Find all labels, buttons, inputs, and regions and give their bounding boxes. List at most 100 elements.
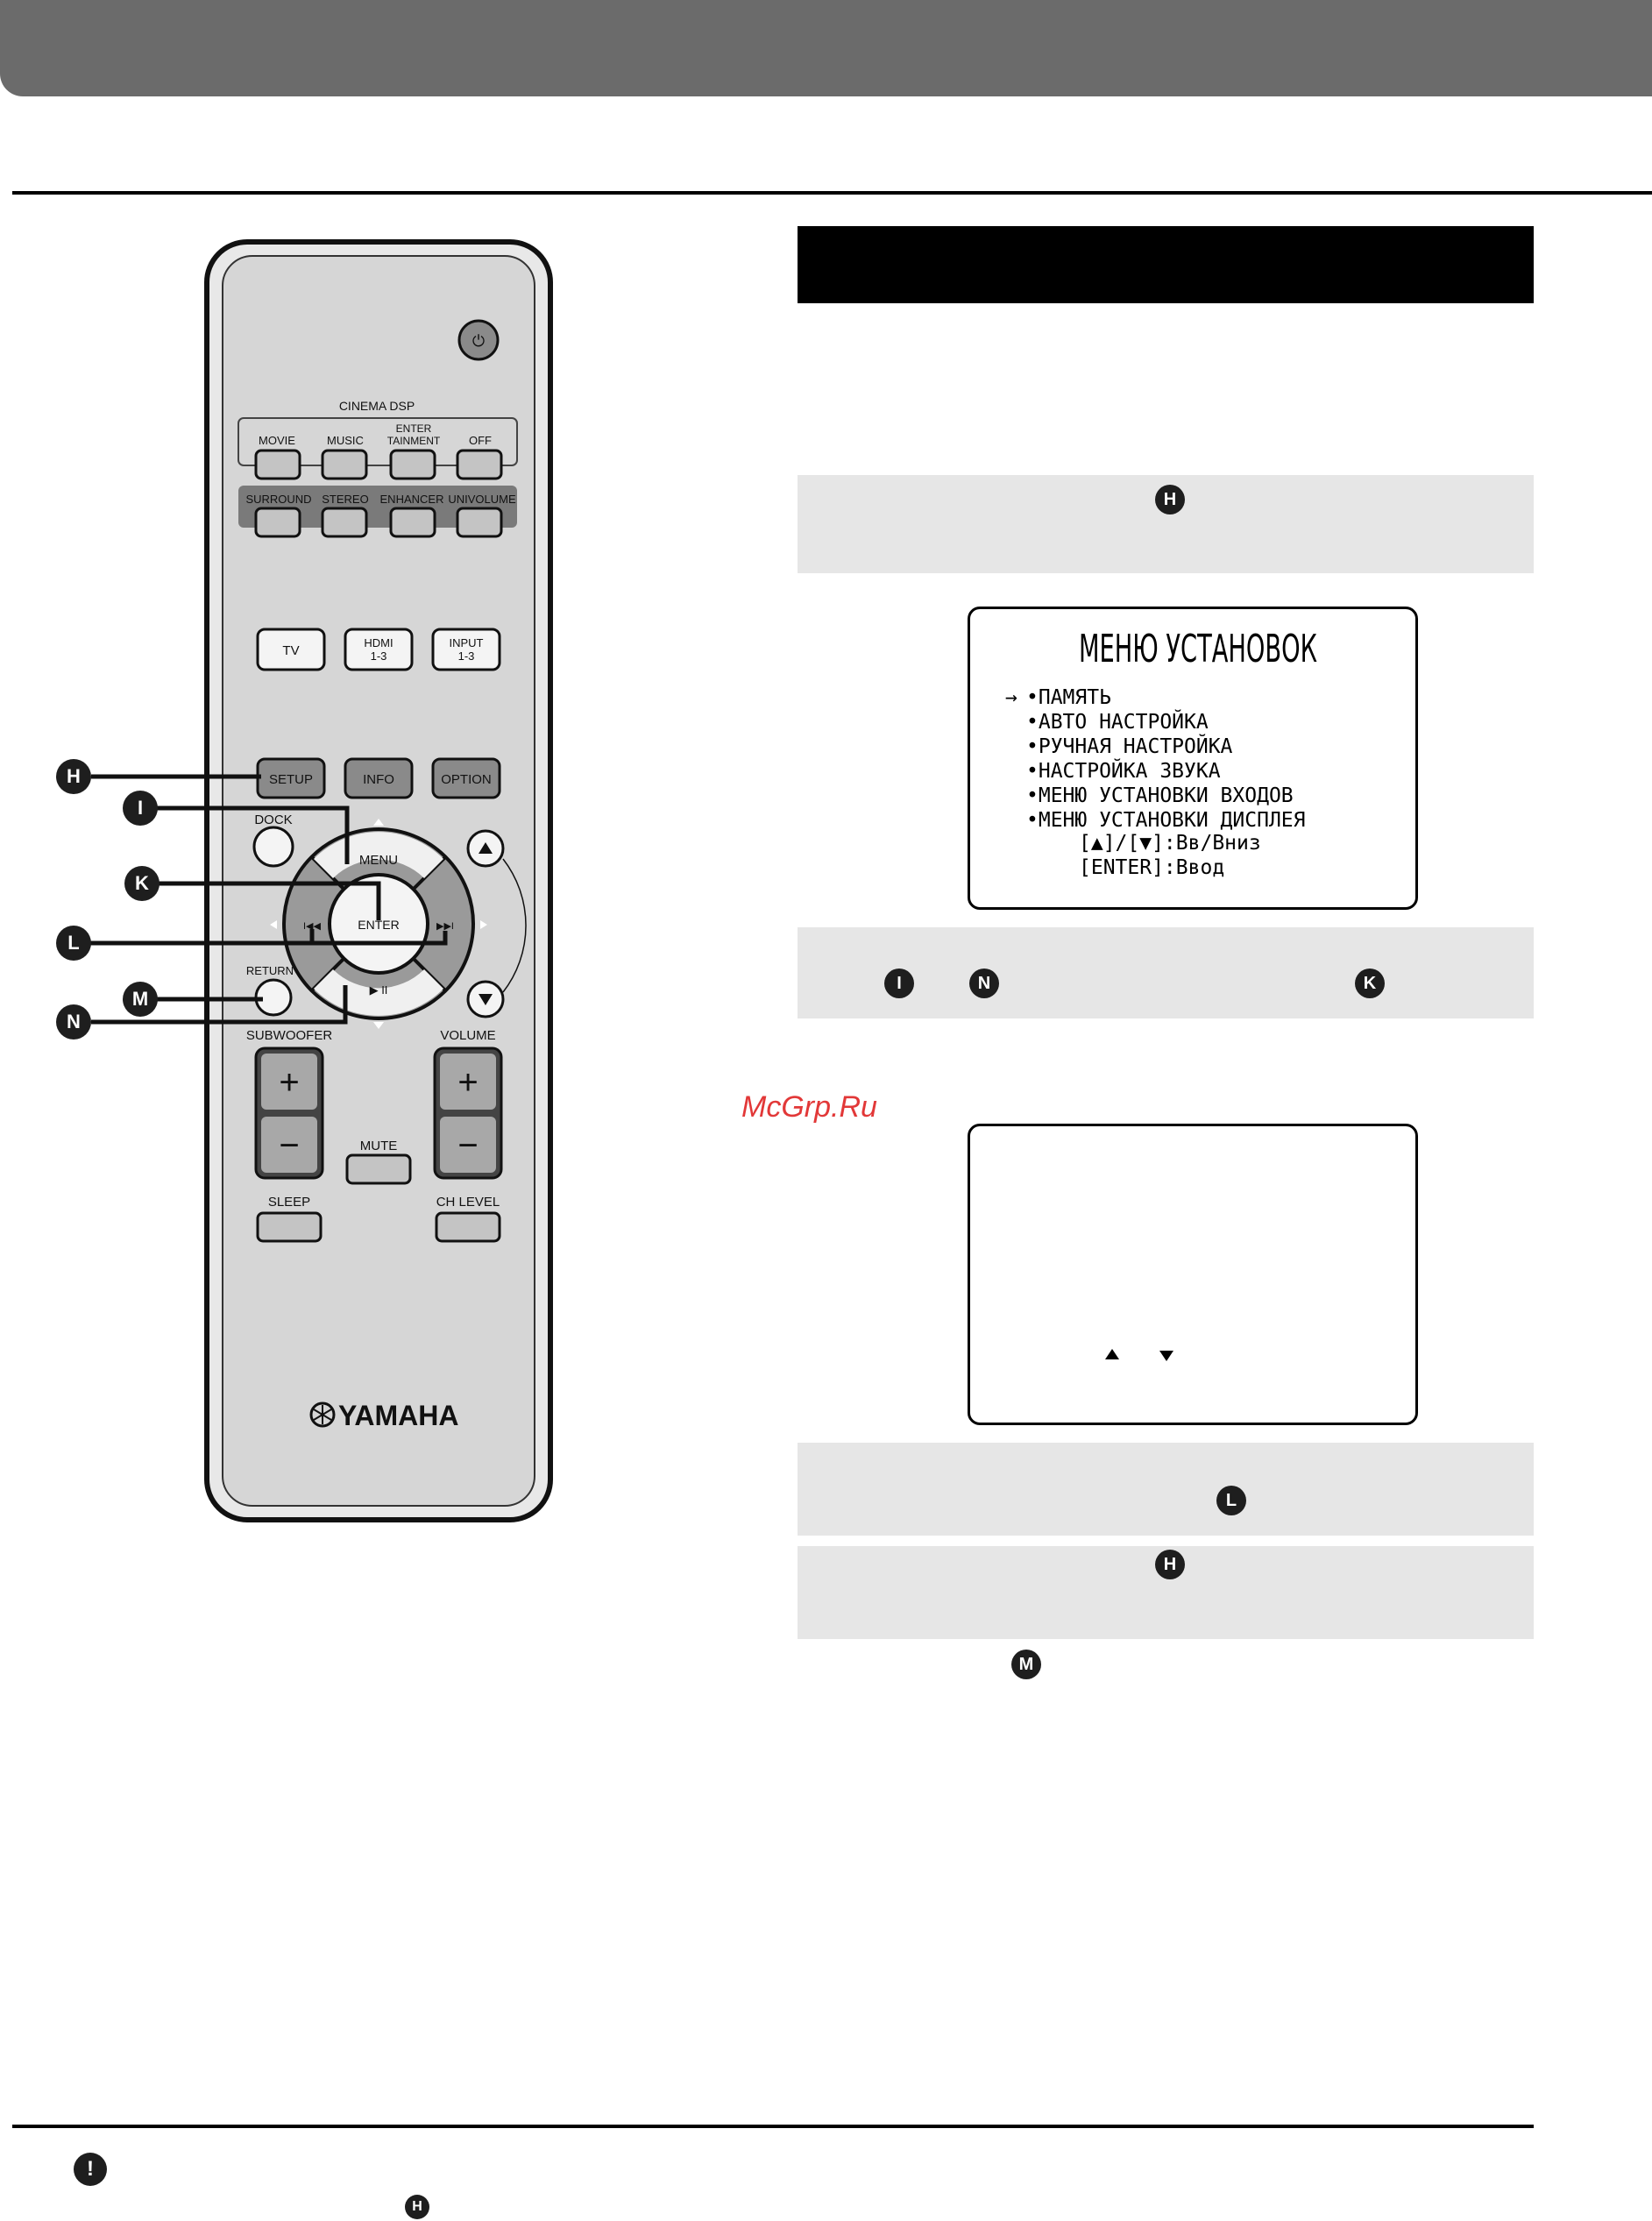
prev-label: I◀◀	[303, 921, 322, 932]
yamaha-logo-icon	[309, 1401, 336, 1428]
enhancer-button	[389, 507, 436, 538]
step-2-box	[798, 927, 1534, 1018]
subwoofer-plus	[261, 1054, 317, 1110]
menu-hint-navigation: [▲]/[▼]:Вв/Вниз	[1079, 832, 1261, 855]
subwoofer-label: SUBWOOFER	[246, 1028, 333, 1043]
hdmi-label-1: HDMI	[364, 636, 393, 649]
ch-level-label: CH LEVEL	[436, 1195, 500, 1210]
volume-minus-icon: −	[457, 1126, 478, 1165]
cinema-dsp-label: CINEMA DSP	[339, 399, 415, 413]
surround-button	[254, 507, 301, 538]
watermark: McGrp.Ru	[741, 1090, 877, 1124]
movie-button	[254, 449, 301, 480]
hdmi-label-2: 1-3	[371, 649, 387, 663]
input-button	[431, 628, 501, 671]
input-label-1: INPUT	[450, 636, 484, 649]
entertainment-label-2: TAINMENT	[387, 435, 441, 447]
setup-menu-title: МЕНЮ УСТАНОВОК	[1079, 627, 1317, 671]
callout-i-marker: I	[123, 791, 158, 826]
subwoofer-minus	[261, 1117, 317, 1173]
stereo-label: STEREO	[322, 493, 368, 506]
volume-minus	[440, 1117, 496, 1173]
remote-control: .lbl { font-family: "Liberation Sans", s…	[88, 239, 553, 1522]
volume-plus-icon: +	[457, 1063, 478, 1102]
menu-item-sound-setup: •НАСТРОЙКА ЗВУКА	[1026, 760, 1221, 783]
option-label: OPTION	[441, 772, 492, 787]
step-3-box	[798, 1443, 1534, 1536]
mute-button	[345, 1153, 412, 1185]
univolume-button	[456, 507, 503, 538]
return-m-marker: M	[1011, 1650, 1041, 1679]
power-button	[457, 319, 500, 361]
tv-label: TV	[282, 643, 299, 658]
power-icon: ⏻	[472, 332, 485, 350]
off-button	[456, 449, 503, 480]
play-pause-label: ▶ II	[370, 983, 388, 997]
up-arrow-icon	[1105, 1349, 1119, 1359]
enter-label: ENTER	[358, 918, 399, 932]
off-label: OFF	[469, 434, 492, 447]
info-label: INFO	[363, 772, 394, 787]
surround-row-band	[238, 486, 517, 528]
menu-item-input-setup: •МЕНЮ УСТАНОВКИ ВХОДОВ	[1026, 784, 1294, 807]
info-button	[344, 757, 414, 799]
brand-logo: YAMAHA	[338, 1400, 459, 1431]
ch-level-button	[435, 1211, 501, 1243]
mute-label: MUTE	[360, 1139, 398, 1153]
menu-item-memory: •ПАМЯТЬ	[1026, 686, 1111, 709]
menu-label: MENU	[359, 853, 398, 868]
step-4-h-marker: H	[1155, 1550, 1185, 1579]
volume-label: VOLUME	[440, 1028, 495, 1043]
header-rule	[12, 191, 1652, 195]
univolume-label: UNIVOLUME	[448, 493, 516, 506]
surround-label: SURROUND	[245, 493, 311, 506]
down-arrow-icon	[1159, 1351, 1173, 1361]
volume-arc	[502, 858, 527, 993]
subwoofer-plus-icon: +	[279, 1063, 299, 1102]
callout-h-marker: H	[56, 759, 91, 794]
menu-hint-enter: [ENTER]:Ввод	[1079, 856, 1225, 879]
section-title-bar	[798, 226, 1534, 303]
next-label: ▶▶I	[436, 921, 454, 932]
sleep-button	[256, 1211, 323, 1243]
step-2-i-marker: I	[884, 969, 914, 998]
stereo-button	[321, 507, 368, 538]
callout-k-marker: K	[124, 866, 160, 901]
callout-l-marker: L	[56, 926, 91, 961]
dock-button	[252, 826, 294, 868]
return-label: RETURN	[246, 964, 294, 977]
footer-h-marker: H	[405, 2195, 429, 2219]
setup-menu-screen: МЕНЮ УСТАНОВОК → •ПАМЯТЬ •АВТО НАСТРОЙКА…	[968, 607, 1418, 910]
exclamation-icon: !	[74, 2153, 107, 2186]
music-label: MUSIC	[327, 434, 364, 447]
hdmi-button	[344, 628, 414, 671]
entertainment-label-1: ENTER	[396, 422, 432, 435]
menu-cursor-arrow-icon: →	[1005, 686, 1017, 709]
menu-item-manual-setup: •РУЧНАЯ НАСТРОЙКА	[1026, 735, 1233, 758]
sleep-label: SLEEP	[268, 1195, 310, 1210]
submenu-screen	[968, 1124, 1418, 1425]
header-banner	[0, 0, 1652, 96]
enhancer-label: ENHANCER	[380, 493, 444, 506]
volume-plus	[440, 1054, 496, 1110]
up-arrow-icon	[479, 842, 493, 854]
down-arrow-icon	[479, 994, 493, 1005]
step-3-l-marker: L	[1216, 1486, 1246, 1515]
step-2-k-marker: K	[1355, 969, 1385, 998]
step-2-n-marker: N	[969, 969, 999, 998]
callout-m-marker: M	[123, 982, 158, 1017]
setup-label: SETUP	[269, 772, 313, 787]
step-1-h-marker: H	[1155, 485, 1185, 514]
subwoofer-minus-icon: −	[279, 1126, 299, 1165]
callout-n-marker: N	[56, 1004, 91, 1040]
option-button	[431, 757, 501, 799]
dock-label: DOCK	[254, 812, 292, 827]
menu-item-auto-setup: •АВТО НАСТРОЙКА	[1026, 711, 1209, 734]
tv-button	[256, 628, 326, 671]
footer-rule	[12, 2125, 1534, 2128]
menu-item-display-setup: •МЕНЮ УСТАНОВКИ ДИСПЛЕЯ	[1026, 809, 1306, 832]
input-label-2: 1-3	[458, 649, 475, 663]
music-button	[321, 449, 368, 480]
callout-lines	[88, 774, 448, 1025]
movie-label: MOVIE	[259, 434, 295, 447]
